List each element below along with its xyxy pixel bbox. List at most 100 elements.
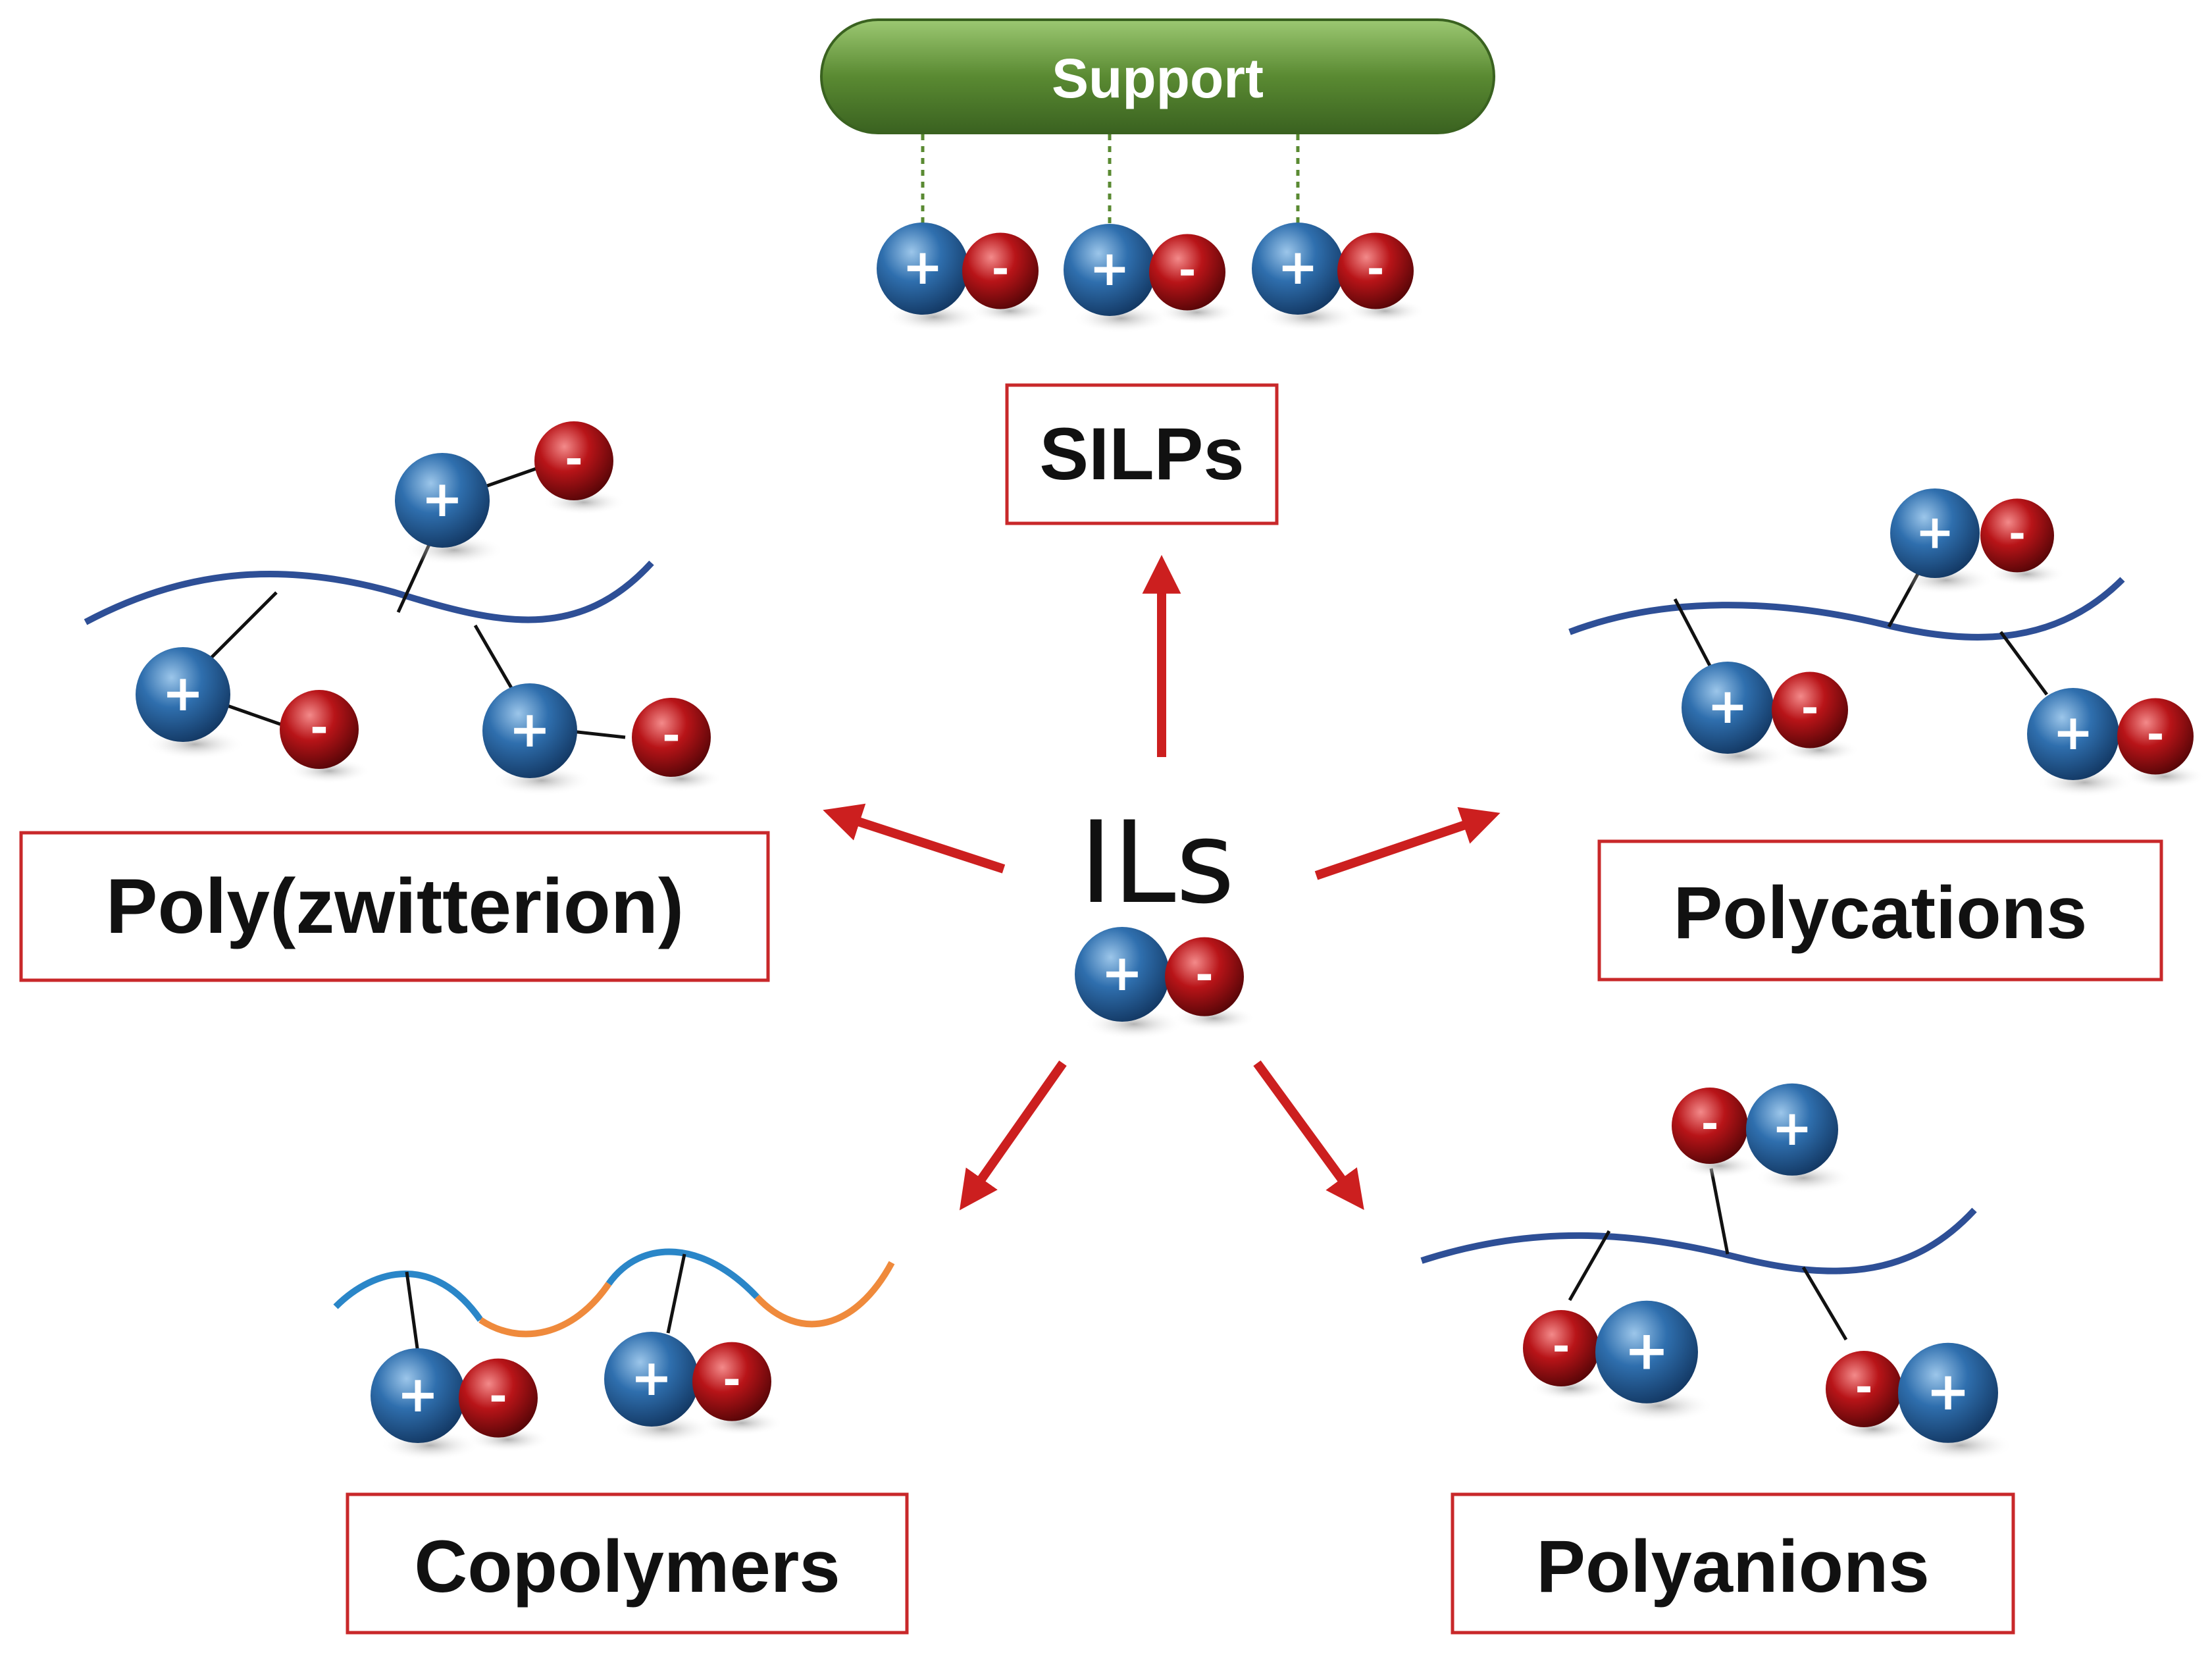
copolymers-group: +-+- Copolymers	[333, 1248, 909, 1635]
minus-sign: -	[1553, 1323, 1570, 1371]
arrows	[823, 554, 1501, 1211]
poly-zwitterion-backbone	[84, 560, 654, 625]
plus-sign: +	[162, 664, 204, 722]
minus-sign: -	[723, 1354, 740, 1405]
support-tethers	[921, 134, 1300, 224]
minus-sign: -	[1701, 1100, 1719, 1149]
anion-icon: -	[1149, 234, 1237, 325]
plus-sign: +	[1624, 1320, 1670, 1382]
polycations-group: + - + - + - Polycations	[1568, 488, 2205, 982]
plus-sign: +	[2053, 704, 2094, 761]
anion-icon: -	[2117, 698, 2205, 789]
anion-icon: -	[534, 421, 625, 515]
polycations-label: Polycations	[1674, 872, 2088, 954]
cation-icon: +	[877, 223, 983, 332]
minus-sign: -	[565, 434, 582, 485]
plus-sign: +	[630, 1348, 673, 1407]
plus-sign: +	[902, 239, 943, 296]
anion-icon: -	[1672, 1088, 1760, 1178]
plus-sign: +	[1089, 240, 1130, 297]
plus-sign: +	[1772, 1100, 1813, 1157]
polyanions-group: - + - + - + Polyanions	[1420, 1083, 2015, 1635]
poly-zwitterion-box	[19, 831, 770, 982]
copolymer-links	[405, 1253, 686, 1353]
copolymer-segment-4	[754, 1261, 895, 1328]
arrow-to-copolymers	[959, 1060, 1067, 1211]
center-ion-pair: +-	[1075, 927, 1256, 1039]
cation-icon: +	[1075, 927, 1184, 1039]
anion-icon: -	[1772, 671, 1860, 762]
cation-icon: +	[604, 1332, 713, 1444]
polyanions-backbone	[1420, 1207, 1977, 1274]
minus-sign: -	[1801, 685, 1819, 733]
anion-icon: -	[1337, 232, 1426, 323]
poly-zwitterion-group: + - + - + - Poly(zwitterion)	[19, 421, 770, 982]
minus-sign: -	[2009, 510, 2026, 558]
cation-icon: +	[1746, 1083, 1852, 1193]
plus-sign: +	[509, 700, 551, 758]
anion-icon: -	[1523, 1310, 1611, 1401]
anion-icon: -	[962, 232, 1050, 323]
polycations-backbone	[1568, 577, 2125, 641]
cation-icon: +	[1252, 223, 1358, 332]
minus-sign: -	[662, 710, 680, 761]
cation-icon: +	[1898, 1342, 2013, 1461]
copolymers-box	[346, 1492, 909, 1635]
minus-sign: -	[2147, 711, 2165, 760]
polyanions-links	[1568, 1168, 1848, 1341]
cation-icon: +	[136, 647, 245, 760]
minus-sign: -	[1855, 1363, 1873, 1412]
polyanions-box	[1451, 1492, 2015, 1635]
cation-icon: +	[1890, 488, 1993, 595]
copolymers-label: Copolymers	[414, 1525, 840, 1608]
silps-ion-pairs: +-+-+-	[877, 223, 1426, 333]
minus-sign: -	[992, 246, 1010, 294]
silps-box	[1005, 383, 1279, 525]
center-group: ILs +-	[1075, 797, 1256, 1039]
anion-icon: -	[459, 1358, 550, 1452]
plus-sign: +	[1707, 678, 1748, 735]
polyanions-ions: - + - + - +	[1523, 1083, 2013, 1461]
copolymer-segment-3	[605, 1248, 759, 1300]
minus-sign: -	[1367, 246, 1385, 294]
plus-sign: +	[1277, 239, 1318, 296]
polyanions-label: Polyanions	[1536, 1525, 1929, 1608]
plus-sign: +	[1915, 504, 1955, 559]
anion-icon: -	[632, 698, 723, 792]
polycations-box	[1597, 839, 2163, 982]
copolymer-segment-2	[478, 1282, 612, 1338]
poly-zwitterion-label: Poly(zwitterion)	[106, 863, 684, 950]
cation-icon: +	[371, 1348, 480, 1461]
cation-icon: +	[395, 453, 504, 565]
center-label: ILs	[1079, 797, 1235, 929]
minus-sign: -	[1195, 949, 1213, 1000]
copolymers-ions: +-+-	[371, 1332, 783, 1461]
silps-group: Support +-+-+- SILPs	[820, 18, 1495, 525]
plus-sign: +	[1926, 1361, 1970, 1422]
anion-icon: -	[1980, 498, 2065, 587]
plus-sign: +	[1101, 943, 1143, 1002]
cation-icon: +	[1682, 662, 1788, 771]
arrow-to-poly-zwitterion	[823, 803, 1006, 874]
anion-icon: -	[1165, 937, 1256, 1031]
support-bar	[820, 18, 1495, 134]
polycations-ions: + - + - + -	[1682, 488, 2205, 797]
cation-icon: +	[1595, 1300, 1714, 1423]
support-label: Support	[1052, 47, 1264, 109]
arrow-to-polycations	[1314, 806, 1501, 880]
cation-icon: +	[2027, 688, 2133, 797]
anion-icon: -	[280, 690, 371, 784]
cation-icon: +	[1064, 224, 1170, 333]
anion-icon: -	[1826, 1351, 1914, 1442]
minus-sign: -	[489, 1371, 507, 1421]
poly-zwitterion-ions: + - + - + -	[136, 421, 723, 796]
plus-sign: +	[397, 1365, 439, 1423]
anion-icon: -	[692, 1342, 783, 1436]
minus-sign: -	[1179, 247, 1196, 296]
minus-sign: -	[310, 702, 328, 753]
silps-label: SILPs	[1039, 413, 1244, 495]
cation-icon: +	[482, 683, 592, 796]
plus-sign: +	[421, 469, 463, 528]
arrow-to-polyanions	[1253, 1060, 1364, 1210]
